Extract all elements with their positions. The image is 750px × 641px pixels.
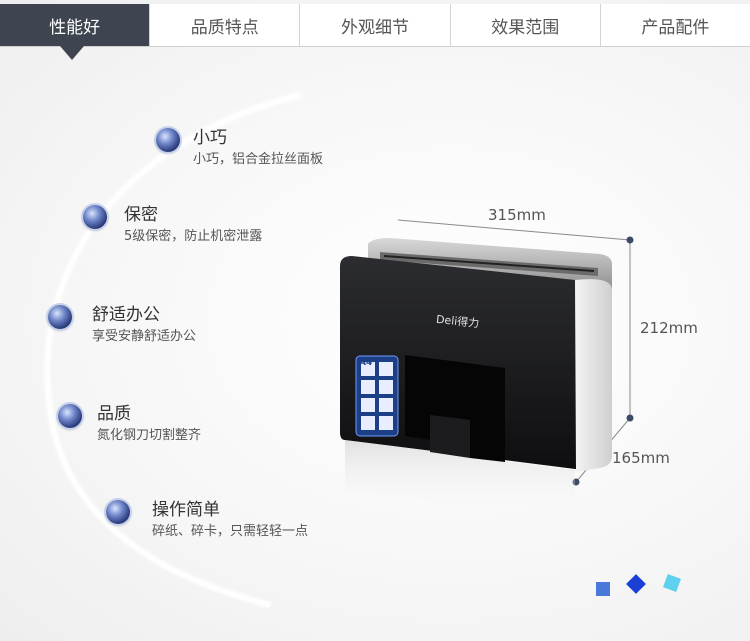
tab-bar: 性能好 品质特点 外观细节 效果范围 产品配件 xyxy=(0,4,750,47)
feature-bullet-icon xyxy=(106,500,130,524)
feature-desc: 小巧，铝合金拉丝面板 xyxy=(193,152,324,167)
tab-appearance-details[interactable]: 外观细节 xyxy=(300,4,451,46)
feature-title: 小巧 xyxy=(193,128,227,148)
feature-bullet-icon xyxy=(48,305,72,329)
active-tab-pointer xyxy=(60,46,84,60)
feature-desc: 碎纸、碎卡，只需轻轻一点 xyxy=(152,524,309,539)
decorative-square-1 xyxy=(596,582,610,596)
feature-bullet-icon xyxy=(156,128,180,152)
feature-desc: 5级保密，防止机密泄露 xyxy=(124,229,263,244)
feature-title: 舒适办公 xyxy=(92,305,160,325)
decorative-arc xyxy=(44,92,301,608)
tab-accessories[interactable]: 产品配件 xyxy=(601,4,750,46)
feature-title: 保密 xyxy=(124,205,158,225)
feature-security: 保密 5级保密，防止机密泄露 xyxy=(83,205,262,245)
feature-bullet-icon xyxy=(83,205,107,229)
feature-desc: 氮化钢刀切割整齐 xyxy=(97,428,202,443)
feature-desc: 享受安静舒适办公 xyxy=(92,329,197,344)
tab-performance[interactable]: 性能好 xyxy=(0,4,151,46)
dimension-height: 212mm xyxy=(640,319,698,337)
feature-quality: 品质 氮化钢刀切割整齐 xyxy=(58,404,201,444)
feature-bullet-icon xyxy=(58,404,82,428)
tab-label: 产品配件 xyxy=(641,17,710,38)
dimension-width: 315mm xyxy=(488,206,546,224)
tab-label: 品质特点 xyxy=(190,17,259,38)
tab-label: 性能好 xyxy=(49,17,101,38)
panel-label: A4 xyxy=(359,358,373,368)
dimension-depth: 165mm xyxy=(612,449,670,467)
feature-compact: 小巧 小巧，铝合金拉丝面板 xyxy=(156,128,323,168)
feature-comfort: 舒适办公 享受安静舒适办公 xyxy=(48,305,196,345)
tab-effect-range[interactable]: 效果范围 xyxy=(451,4,601,46)
feature-title: 品质 xyxy=(97,404,131,424)
tab-label: 效果范围 xyxy=(491,17,560,38)
feature-title: 操作简单 xyxy=(152,500,220,520)
tab-quality-features[interactable]: 品质特点 xyxy=(150,4,301,46)
tab-label: 外观细节 xyxy=(341,17,409,38)
feature-easy-operation: 操作简单 碎纸、碎卡，只需轻轻一点 xyxy=(106,500,308,540)
